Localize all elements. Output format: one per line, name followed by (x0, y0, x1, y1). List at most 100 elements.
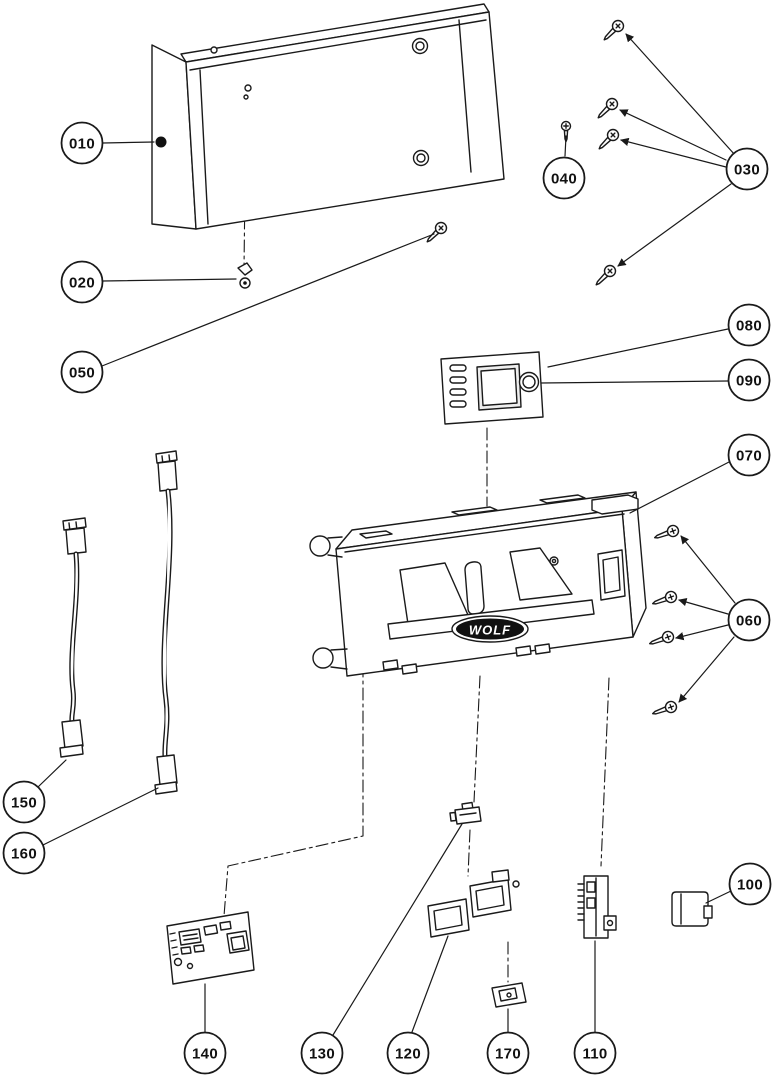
screws-060 (648, 524, 680, 715)
cable-150-cap-bottom (59, 744, 84, 758)
pcb-ic (178, 928, 202, 946)
leader-100 (705, 890, 732, 904)
cable-160 (154, 450, 178, 795)
leader-050 (101, 233, 435, 367)
chassis-top-slot (359, 530, 393, 539)
bracket-block (491, 869, 510, 883)
bracket-frame-inner (433, 905, 463, 931)
centerline-chassis-to-connector (473, 675, 481, 803)
display-module (440, 351, 544, 425)
callout-050: 050 (60, 350, 104, 394)
connector-part (449, 801, 482, 825)
callout-140: 140 (183, 1031, 227, 1075)
callout-080: 080 (727, 303, 771, 347)
pcb-component (180, 946, 192, 955)
cable-160-plug-top (157, 460, 178, 492)
display-button (449, 376, 467, 384)
callout-150-label: 150 (11, 795, 37, 812)
callout-110-label: 110 (582, 1046, 607, 1063)
leader-060 (678, 636, 735, 703)
leader-020 (102, 278, 237, 282)
leader-010 (102, 141, 155, 144)
callout-140-label: 140 (192, 1046, 218, 1063)
leader-030 (619, 109, 727, 161)
module-socket-pin (606, 919, 614, 927)
callout-020-label: 020 (69, 275, 95, 292)
cable-160-cap-bottom (154, 781, 178, 795)
callout-090: 090 (727, 358, 771, 402)
cover-tab (703, 905, 713, 919)
callout-130-label: 130 (309, 1046, 335, 1063)
display-screen-inner (480, 367, 518, 407)
callout-120-label: 120 (395, 1046, 421, 1063)
chassis-top-slot (539, 494, 586, 504)
centerline-connector-to-bracket (467, 829, 471, 877)
leader-060 (675, 624, 729, 641)
leader-lines (37, 33, 736, 1036)
pcb-component (203, 924, 219, 936)
screw-030 (603, 19, 625, 41)
screw-060 (653, 524, 680, 539)
chassis-center-slot (464, 561, 485, 615)
callout-170-label: 170 (495, 1046, 521, 1063)
bracket-screw (512, 880, 520, 888)
panel-main-face (185, 11, 505, 230)
callout-040: 040 (542, 156, 586, 200)
cable-150-plug-bottom (61, 719, 84, 750)
chassis-housing: WOLF (309, 491, 647, 677)
centerline-chassis-to-pcb (223, 641, 364, 917)
pcb-component (193, 944, 205, 953)
callout-070-label: 070 (736, 448, 762, 465)
rotary-knob-inner (522, 375, 536, 389)
connector-latch (449, 811, 457, 822)
callout-150: 150 (2, 780, 46, 824)
connector-body (454, 806, 482, 825)
callout-160: 160 (2, 831, 46, 875)
cover-outline (671, 891, 709, 927)
screw-050 (426, 221, 448, 243)
leader-040 (564, 135, 567, 157)
screw-060 (648, 630, 675, 645)
chassis-side-connector-inner (602, 556, 621, 594)
callout-060-label: 060 (736, 613, 762, 630)
screw-030 (598, 128, 620, 150)
cable-160-plug-bottom (156, 754, 178, 786)
screws-030 (595, 19, 625, 286)
leader-030 (625, 33, 736, 156)
cable-150 (59, 517, 87, 758)
leader-030 (617, 183, 732, 267)
callout-010-label: 010 (69, 136, 95, 153)
callouts: 010 020 050 040 030 080 (2, 121, 772, 1075)
leader-030 (620, 137, 727, 168)
callout-030: 030 (725, 147, 769, 191)
screw-060 (651, 590, 678, 605)
chassis-hole-inner (551, 558, 557, 564)
chassis-cylinder (312, 647, 348, 670)
callout-110: 110 (573, 1031, 617, 1075)
chassis-foot (515, 645, 532, 657)
display-button (449, 364, 467, 372)
leader-060 (678, 598, 729, 615)
screw-030 (595, 264, 617, 286)
leader-060 (680, 535, 736, 604)
leader-120 (411, 935, 449, 1033)
cable-150-cap-top (62, 517, 87, 531)
chassis-top-inner-edge (344, 513, 625, 553)
pcb-component (219, 920, 232, 931)
callout-010: 010 (60, 121, 104, 165)
centerline-chassis-to-module (600, 677, 610, 867)
plugin-module (577, 875, 617, 939)
panel-fold-line-left (199, 69, 209, 225)
callout-130: 130 (300, 1031, 344, 1075)
callout-170: 170 (486, 1031, 530, 1075)
callout-030-label: 030 (734, 162, 760, 179)
panel-grommet (411, 37, 429, 55)
callout-050-label: 050 (69, 365, 95, 382)
chassis-foot (401, 663, 418, 675)
leader-160 (42, 787, 159, 846)
cover-part (671, 891, 713, 927)
callout-040-label: 040 (551, 171, 577, 188)
bracket-frame-inner (475, 885, 505, 911)
